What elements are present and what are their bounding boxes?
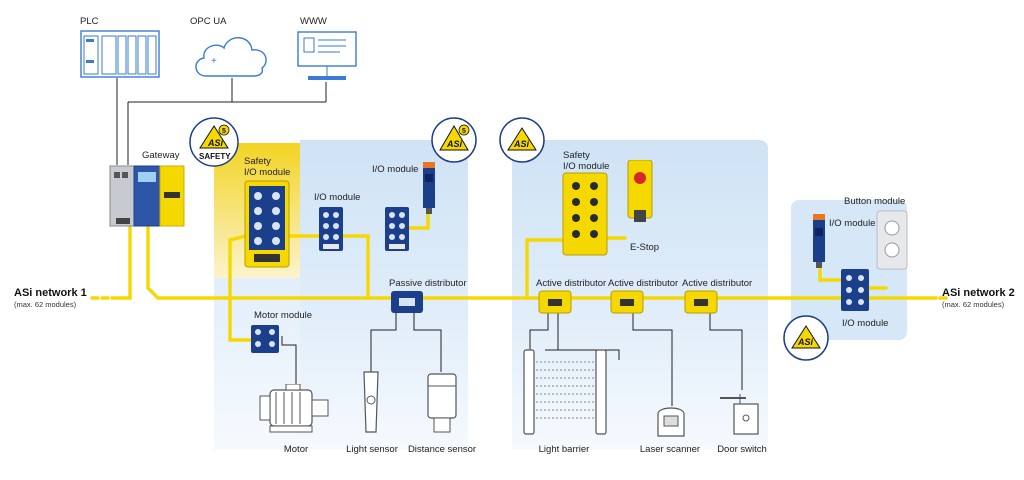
asi-network-1-label: ASi network 1 (max. 62 modules) — [14, 287, 87, 311]
passive-distributor-label: Passive distributor — [389, 278, 467, 289]
svg-text:ASi: ASi — [797, 337, 814, 347]
slim-io-module-3[interactable] — [812, 214, 826, 270]
svg-text:SAFETY: SAFETY — [199, 152, 231, 161]
asi-safety-logo-icon: ASi 5 SAFETY — [189, 117, 239, 167]
www-label: WWW — [300, 16, 327, 27]
monitor-icon — [297, 31, 357, 80]
motor-module-label: Motor module — [254, 310, 313, 321]
io-module-3-label: I/O module — [829, 218, 876, 229]
svg-text:ASi: ASi — [513, 139, 530, 149]
button-module[interactable] — [876, 210, 908, 270]
laser-scanner-label: Laser scanner — [639, 444, 701, 455]
safety-io-module-1-label-1: Safety — [244, 156, 271, 167]
active-distributor-1[interactable] — [538, 290, 572, 314]
active-distributor-3-label: Active distributor — [682, 278, 753, 289]
io-module-1[interactable] — [318, 206, 344, 252]
svg-text:ASi: ASi — [446, 139, 463, 149]
distance-sensor-label: Distance sensor — [407, 444, 477, 455]
passive-distributor[interactable] — [390, 290, 424, 314]
safety-io-module-2-label-2: I/O module — [563, 161, 610, 172]
estop-label: E-Stop — [630, 242, 660, 253]
io-module-2[interactable] — [384, 206, 410, 252]
light-sensor-label: Light sensor — [346, 444, 398, 455]
gateway-label: Gateway — [142, 150, 180, 161]
opc-label: OPC UA — [190, 16, 227, 27]
asi-network-1-name: ASi network 1 — [14, 287, 87, 299]
safety-io-module-1-label-2: I/O module — [244, 167, 291, 178]
gateway-device[interactable] — [108, 162, 188, 228]
svg-text:ASi: ASi — [207, 138, 224, 148]
io-module-2-label: I/O module — [372, 164, 419, 175]
svg-text:+: + — [211, 56, 217, 67]
safety-io-module-1[interactable] — [244, 180, 290, 268]
estop-icon[interactable] — [626, 160, 654, 222]
motor-icon — [259, 384, 329, 433]
light-barrier-icon — [523, 349, 607, 435]
asi-network-2-capacity: (max. 62 modules) — [942, 300, 1005, 309]
motor-label: Motor — [283, 444, 309, 455]
laser-scanner-icon — [657, 407, 685, 437]
asi-network-2-label: ASi network 2 (max. 62 modules) — [942, 287, 1015, 311]
button-module-label: Button module — [844, 196, 906, 207]
safety-io-module-2[interactable] — [562, 172, 608, 256]
asi5-logo-icon: ASi 5 — [431, 117, 477, 163]
active-distributor-2[interactable] — [610, 290, 644, 314]
asi-network-1-capacity: (max. 62 modules) — [14, 300, 77, 309]
light-sensor-icon — [363, 371, 379, 433]
plc-icon — [80, 30, 160, 78]
active-distributor-2-label: Active distributor — [608, 278, 679, 289]
asi-network-2-name: ASi network 2 — [942, 287, 1015, 299]
io-module-4-label: I/O module — [842, 318, 889, 329]
svg-text:5: 5 — [462, 128, 466, 135]
active-distributor-3[interactable] — [684, 290, 718, 314]
door-switch-icon — [720, 394, 759, 435]
door-switch-label: Door switch — [717, 444, 767, 455]
distance-sensor-icon — [427, 373, 457, 433]
safety-io-module-2-label-1: Safety — [563, 150, 590, 161]
cloud-icon: + — [195, 37, 267, 77]
asi-logo-icon-network2: ASi — [783, 315, 829, 361]
slim-io-module-icon — [423, 162, 435, 214]
active-distributor-1-label: Active distributor — [536, 278, 607, 289]
asi-logo-icon: ASi — [499, 117, 545, 163]
io-module-4[interactable] — [840, 268, 870, 312]
motor-module[interactable] — [250, 324, 280, 354]
io-module-1-label: I/O module — [314, 192, 361, 203]
light-barrier-label: Light barrier — [538, 444, 590, 455]
svg-text:5: 5 — [222, 128, 226, 135]
plc-label: PLC — [80, 16, 99, 27]
